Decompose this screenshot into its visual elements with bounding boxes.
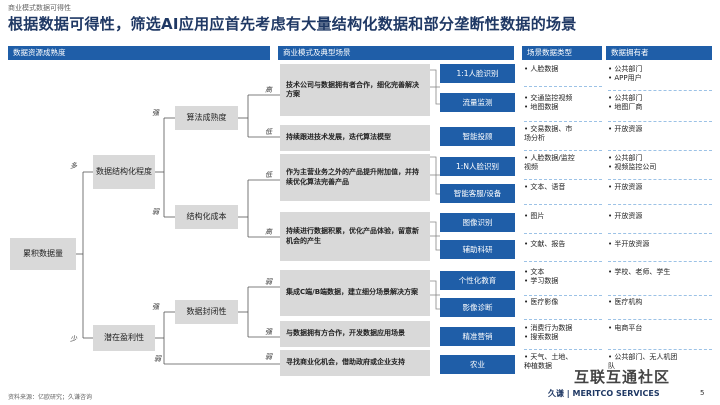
owners-cell-10: • 电商平台 — [608, 324, 712, 350]
types-cell-10: • 消费行为数据• 搜索数据 — [524, 324, 602, 350]
owners-cell-11: • 公共部门、无人机团 队 — [608, 353, 678, 371]
scenario-tag-1: 1:1人脸识别 — [440, 64, 515, 83]
model-desc-5: 集成C端/B端数据，建立细分场景解决方案 — [280, 270, 430, 316]
label-weak-4: 弱 — [154, 355, 161, 363]
types-cell-3: • 交易数据、市 场分析 — [524, 125, 602, 151]
scenario-tag-5: 智能客服/设备 — [440, 184, 515, 203]
scenario-tag-8: 个性化教育 — [440, 271, 515, 290]
owners-cell-4: • 公共部门• 视频监控公司 — [608, 154, 712, 180]
owners-cell-1: • 公共部门• APP用户 — [608, 65, 712, 91]
page-title: 根据数据可得性，筛选AI应用应首先考虑有大量结构化数据和部分垄断性数据的场景 — [8, 15, 577, 33]
root-cumulative-data: 累积数据量 — [10, 238, 76, 270]
owners-cell-9: • 医疗机构 — [608, 298, 712, 320]
label-high-2: 高 — [265, 228, 272, 236]
label-weak-3: 弱 — [265, 278, 272, 286]
scenario-tag-9: 影像诊断 — [440, 298, 515, 317]
label-strong-3: 强 — [265, 328, 272, 336]
types-cell-7: • 文献、报告 — [524, 240, 602, 262]
types-cell-1: • 人脸数据 — [524, 65, 602, 87]
owners-cell-5: • 开放资源 — [608, 183, 712, 205]
node-structuring-cost: 结构化成本 — [175, 205, 238, 229]
model-desc-1: 技术公司与数据拥有者合作，细化完善解决方案 — [280, 64, 430, 116]
column-header-owners: 数据拥有者 — [606, 46, 712, 60]
model-desc-7: 寻找商业化机会，借助政府或企业支持 — [280, 350, 430, 376]
model-desc-3: 作为主营业务之外的产品提升附加值，并持续优化算法完善产品 — [280, 154, 430, 201]
scenario-tag-3: 智能投顾 — [440, 127, 515, 146]
types-cell-8: • 文本• 学习数据 — [524, 268, 602, 296]
node-potential-profit: 潜在盈利性 — [93, 325, 155, 351]
label-strong-1: 强 — [152, 109, 159, 117]
company-logo: 久谦 | MERITCO SERVICES — [548, 389, 660, 398]
label-many: 多 — [70, 162, 77, 170]
owners-cell-8: • 学校、老师、学生 — [608, 268, 712, 296]
scenario-tag-6: 图像识别 — [440, 213, 515, 232]
node-data-structure: 数据结构化程度 — [93, 155, 155, 189]
scenario-tag-10: 精准营销 — [440, 327, 515, 346]
node-algorithm-maturity: 算法成熟度 — [175, 106, 238, 130]
scenario-tag-2: 流量监测 — [440, 93, 515, 112]
owners-cell-6: • 开放资源 — [608, 212, 712, 234]
owners-cell-3: • 开放资源 — [608, 125, 712, 151]
types-cell-4: • 人脸数据/监控 视频 — [524, 154, 602, 180]
scenario-tag-11: 农业 — [440, 355, 515, 374]
types-cell-5: • 文本、语音 — [524, 183, 602, 205]
model-desc-6: 与数据拥有方合作，开发数据应用场景 — [280, 321, 430, 347]
column-header-models: 商业模式及典型场景 — [278, 46, 514, 60]
types-cell-11: • 天气、土地、 种植数据 — [524, 353, 573, 371]
scenario-tag-7: 辅助科研 — [440, 240, 515, 259]
label-low-2: 低 — [265, 171, 272, 179]
node-data-closure: 数据封闭性 — [175, 300, 238, 324]
label-weak-1: 弱 — [152, 208, 159, 216]
watermark: 互联互通社区 — [574, 368, 671, 386]
model-desc-2: 持续跟进技术发展，迭代算法模型 — [280, 125, 430, 151]
column-header-types: 场景数据类型 — [522, 46, 602, 60]
label-low-1: 低 — [265, 128, 272, 136]
owners-cell-7: • 半开放资源 — [608, 240, 712, 262]
breadcrumb: 商业模式数据可得性 — [8, 4, 71, 12]
types-cell-6: • 图片 — [524, 212, 602, 234]
label-weak-2: 弱 — [265, 353, 272, 361]
scenario-tag-4: 1:N人脸识别 — [440, 157, 515, 176]
label-few: 少 — [70, 335, 77, 343]
label-high-1: 高 — [265, 86, 272, 94]
column-header-maturity: 数据资源成熟度 — [8, 46, 270, 60]
label-strong-2: 强 — [152, 303, 159, 311]
owners-cell-2: • 公共部门• 地图厂商 — [608, 94, 712, 122]
page-number: 5 — [700, 389, 705, 397]
types-cell-9: • 医疗影像 — [524, 298, 602, 320]
source-note: 资料来源：亿欧研究；久谦咨询 — [8, 394, 93, 401]
types-cell-2: • 交通监控视频• 地图数据 — [524, 94, 602, 122]
model-desc-4: 持续进行数据积累，优化产品体验，留意新机会的产生 — [280, 212, 430, 261]
